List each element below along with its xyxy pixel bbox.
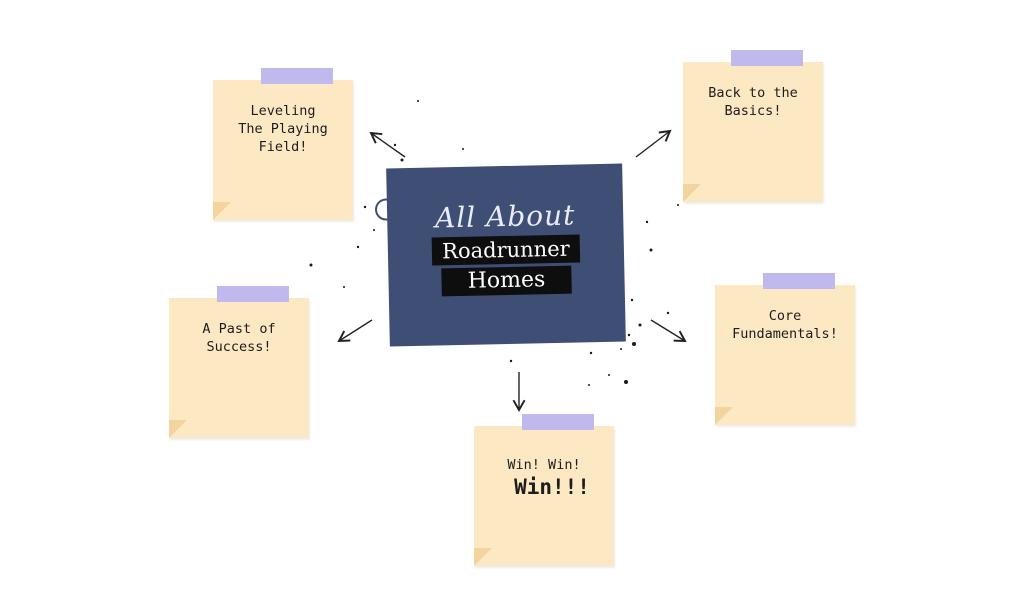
page-fold xyxy=(715,407,733,425)
sticky-note-basics: Back to the Basics! xyxy=(683,50,823,202)
note-text-win-big: Win!!! xyxy=(514,475,590,499)
page-fold xyxy=(474,548,492,566)
sticky-note-past: A Past of Success! xyxy=(169,286,309,438)
note-text-win-small: Win! Win! xyxy=(507,457,581,473)
tape xyxy=(217,286,289,302)
card-script-title: All About xyxy=(434,198,576,235)
tape xyxy=(261,68,333,84)
arrow-to-leveling xyxy=(369,131,406,158)
page-fold xyxy=(213,202,231,220)
note-text-basics: Back to the Basics! xyxy=(708,85,798,119)
note-text-core: Core Fundamentals! xyxy=(732,308,838,342)
arrow-to-core xyxy=(650,319,687,343)
note-text-leveling: Leveling The Playing Field! xyxy=(238,103,328,155)
card-title-roadrunner: Roadrunner xyxy=(431,234,580,266)
center-card: All About Roadrunner Homes xyxy=(374,163,626,347)
card-title-line2: Homes xyxy=(388,265,625,298)
card-title-line1: Roadrunner xyxy=(388,234,625,267)
page-fold xyxy=(683,184,701,202)
arrow-to-basics xyxy=(635,129,672,158)
note-text-past: A Past of Success! xyxy=(202,321,276,355)
sticky-note-leveling: Leveling The Playing Field! xyxy=(213,68,353,220)
tape xyxy=(763,273,835,289)
sticky-note-core: Core Fundamentals! xyxy=(715,273,855,425)
arrow-to-past xyxy=(337,319,373,343)
card-title-homes: Homes xyxy=(441,265,572,297)
tape xyxy=(522,414,594,430)
note-text-win: Win! Win! Win!!! xyxy=(474,456,614,500)
tape xyxy=(731,50,803,66)
ink-splatter-dots xyxy=(309,100,679,386)
sticky-note-win: Win! Win! Win!!! xyxy=(474,414,614,566)
page-fold xyxy=(169,420,187,438)
